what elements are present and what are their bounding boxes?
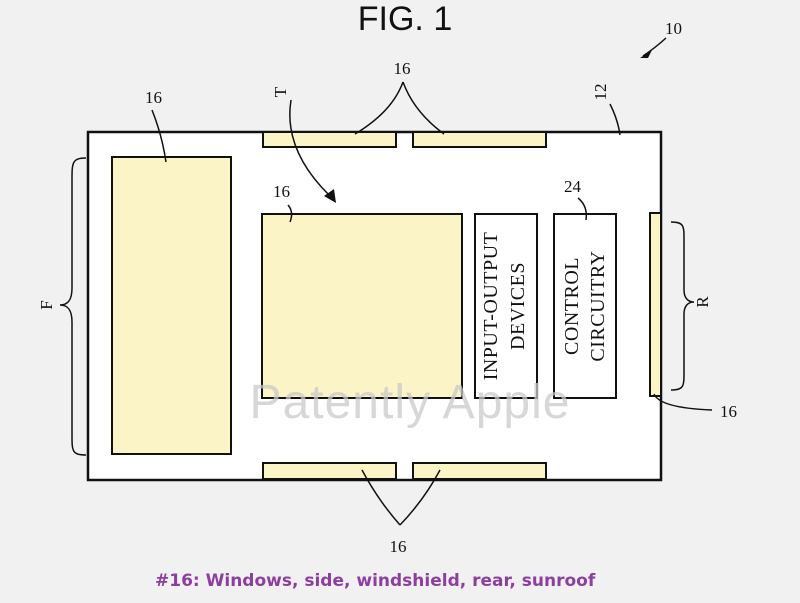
input-output-devices-box: [474, 213, 538, 399]
ref-24-label: 24: [564, 177, 582, 196]
window-top-left: [262, 131, 397, 148]
cc-line-2: CIRCUITRY: [587, 250, 609, 361]
sunroof: [261, 213, 463, 399]
ref-16-windshield-leader: [151, 109, 167, 163]
ref-16-bottom-leader-left: [361, 469, 401, 526]
ref-10-label: 10: [665, 19, 682, 38]
ref-16-top-leader-right: [402, 81, 445, 135]
watermark: Patently Apple: [250, 376, 571, 429]
t-arrow-shaft: [289, 99, 331, 197]
ref-12-label: 12: [591, 84, 610, 101]
ref-16-rear-label: 16: [720, 402, 737, 421]
t-arrowhead: [324, 189, 336, 203]
io-line-2: DEVICES: [507, 262, 529, 350]
window-top-right: [412, 131, 547, 148]
caption: #16: Windows, side, windshield, rear, su…: [155, 571, 596, 591]
rear-brace: [670, 221, 695, 391]
window-bottom-left: [262, 462, 397, 480]
figure-title: FIG. 1: [358, 0, 452, 38]
ref-16-sunroof-leader: [287, 204, 293, 223]
ref-10-arrowhead: [640, 50, 652, 58]
ref-12-leader: [609, 103, 621, 136]
ref-16-rear-leader: [653, 393, 713, 411]
cc-line-1: CONTROL: [561, 257, 583, 355]
ref-16-top-label: 16: [394, 59, 411, 78]
label-t: T: [271, 86, 290, 97]
control-circuitry-box: [553, 213, 617, 399]
ref-16-top-leader-left: [354, 81, 404, 135]
ref-16-windshield-label: 16: [145, 88, 162, 107]
window-bottom-right: [412, 462, 547, 480]
ref-24-leader: [577, 197, 588, 221]
label-r: R: [693, 296, 712, 308]
rear-window: [649, 212, 662, 397]
label-f: F: [37, 300, 56, 309]
front-brace: [59, 157, 87, 456]
ref-16-sunroof-label: 16: [273, 182, 290, 201]
ref-10-leader: [642, 37, 667, 57]
io-line-1: INPUT-OUTPUT: [480, 232, 502, 381]
ref-16-bottom-label: 16: [390, 537, 407, 556]
ref-16-bottom-leader-right: [399, 469, 441, 526]
windshield: [111, 156, 232, 455]
